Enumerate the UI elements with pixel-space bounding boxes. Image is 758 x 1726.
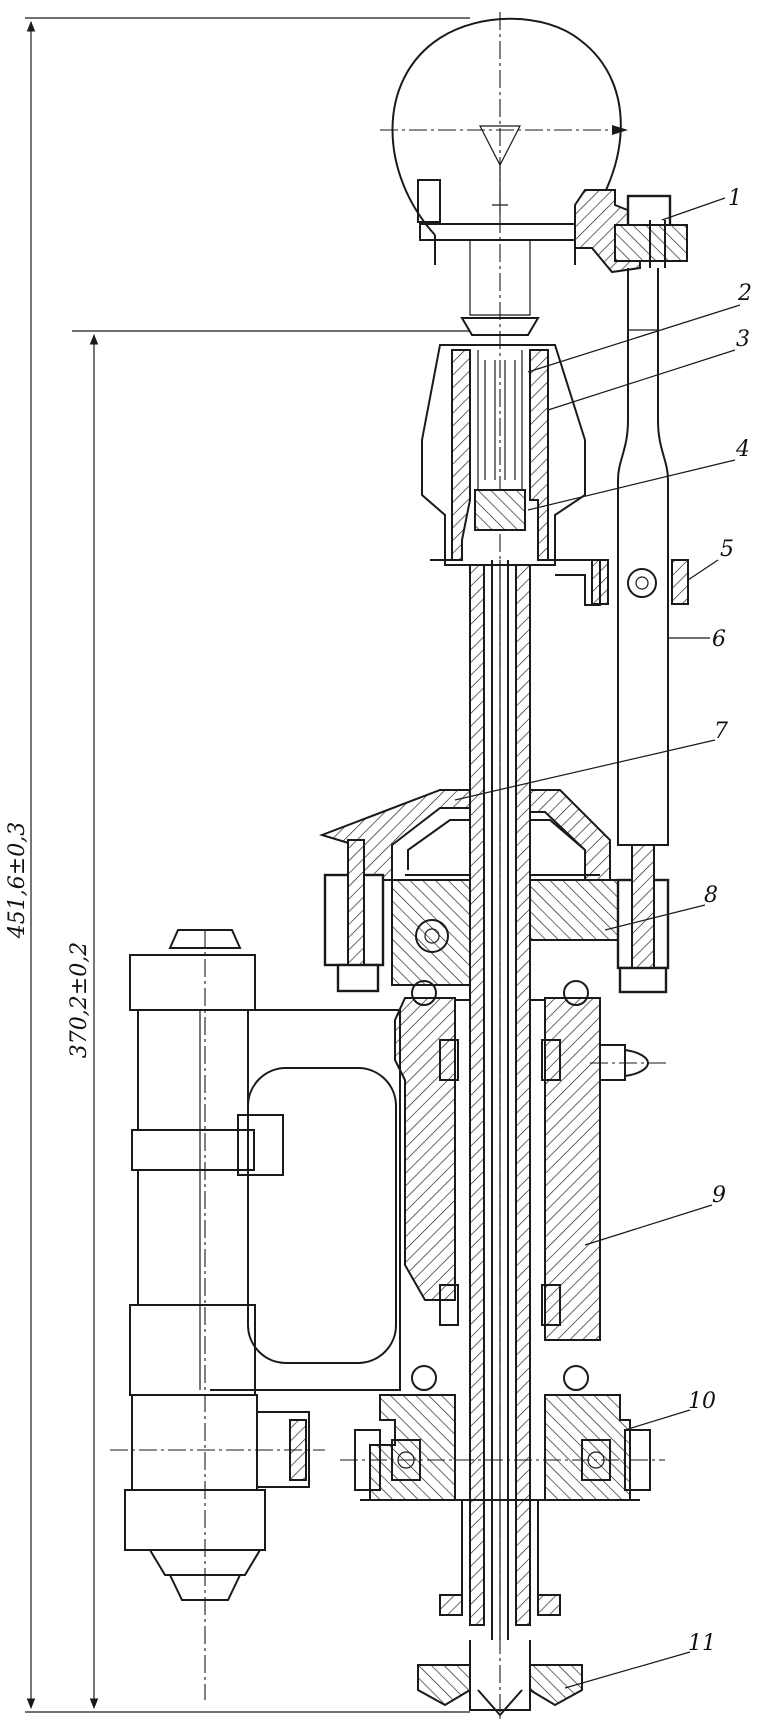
callout-10: 10 — [688, 1389, 716, 1414]
callout-5: 5 — [720, 537, 734, 562]
lower-shaft — [417, 1500, 583, 1717]
dimension-inner-label: 370,2±0,2 — [67, 942, 92, 1058]
callout-6: 6 — [712, 627, 726, 652]
callout-7: 7 — [714, 719, 728, 744]
housing-9 — [394, 980, 670, 1391]
callout-1: 1 — [728, 186, 742, 211]
dimension-overall: 451,6±0,3 — [5, 17, 470, 1713]
spindle-tube — [469, 560, 531, 1640]
callout-8: 8 — [704, 883, 718, 908]
callout-3: 3 — [736, 327, 750, 352]
callout-4: 4 — [735, 437, 750, 462]
lamp-bulb — [380, 17, 628, 336]
cover-7 — [318, 789, 611, 881]
callout-11: 11 — [688, 1631, 716, 1656]
side-frame — [199, 1009, 401, 1391]
callout-2: 2 — [737, 281, 752, 306]
flange-8 — [323, 839, 670, 994]
gear-10 — [340, 1394, 665, 1501]
dimension-overall-label: 451,6±0,3 — [5, 822, 30, 939]
upper-holder — [421, 344, 601, 606]
top-bracket — [574, 189, 688, 274]
callout-9: 9 — [712, 1183, 726, 1208]
callouts: 1 2 3 4 5 6 7 8 9 10 11 — [454, 186, 752, 1689]
dimension-inner: 370,2±0,2 — [67, 330, 470, 1710]
rod-6 — [591, 268, 689, 846]
left-shaft — [110, 929, 325, 1700]
